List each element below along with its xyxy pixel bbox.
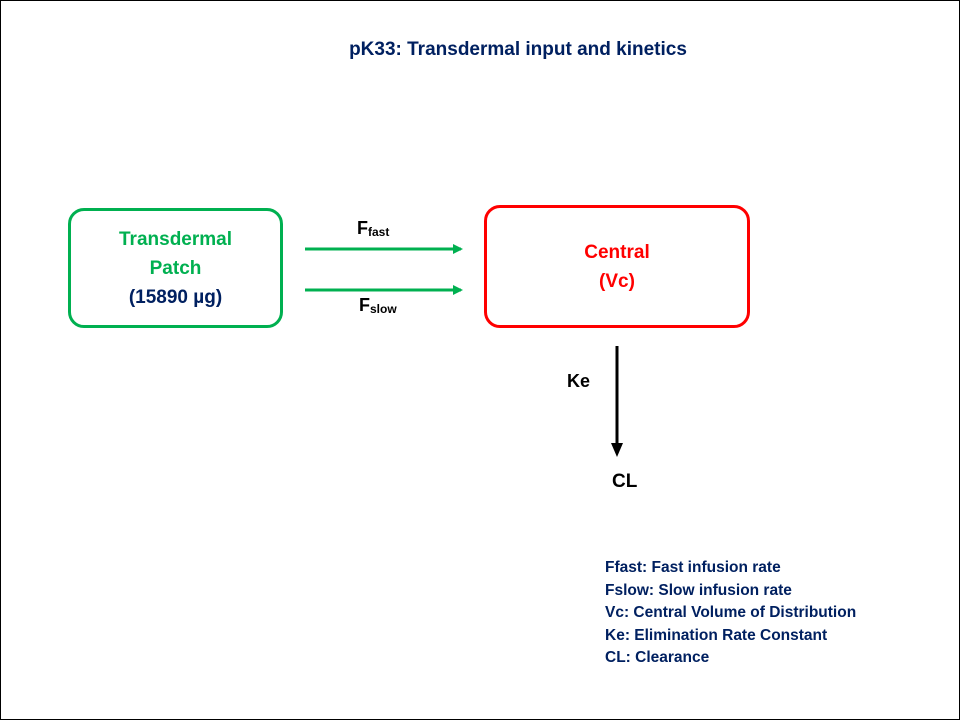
patch-label-line2: Patch [149,257,202,279]
fslow-subscript: slow [370,302,397,316]
central-label-line1: Central [584,241,650,263]
ffast-subscript: fast [368,225,390,239]
legend-item-ke: Ke: Elimination Rate Constant [605,626,828,644]
ffast-main: F [357,218,368,238]
fslow-label: Fslow [359,295,397,316]
patch-dose: (15890 µg) [128,286,223,308]
legend-item-cl: CL: Clearance [605,649,710,666]
fslow-main: F [359,295,370,315]
diagram-title: pK33: Transdermal input and kinetics [349,39,687,60]
legend: Ffast: Fast infusion rate Fslow: Slow in… [605,557,856,670]
elimination-arrowhead [611,443,623,457]
legend-item-fslow: Fslow: Slow infusion rate [605,581,792,599]
patch-label-line1: Transdermal [119,228,232,250]
ke-label: Ke [567,371,591,391]
legend-item-vc: Vc: Central Volume of Distribution [605,604,857,621]
legend-item-ffast: Ffast: Fast infusion rate [605,559,781,576]
transdermal-patch-compartment: Transdermal Patch (15890 µg) [68,208,283,328]
central-compartment: Central (Vc) [484,205,750,328]
ffast-label: Ffast [357,218,389,239]
central-label-line2: (Vc) [599,270,635,292]
cl-label: CL [612,471,638,492]
